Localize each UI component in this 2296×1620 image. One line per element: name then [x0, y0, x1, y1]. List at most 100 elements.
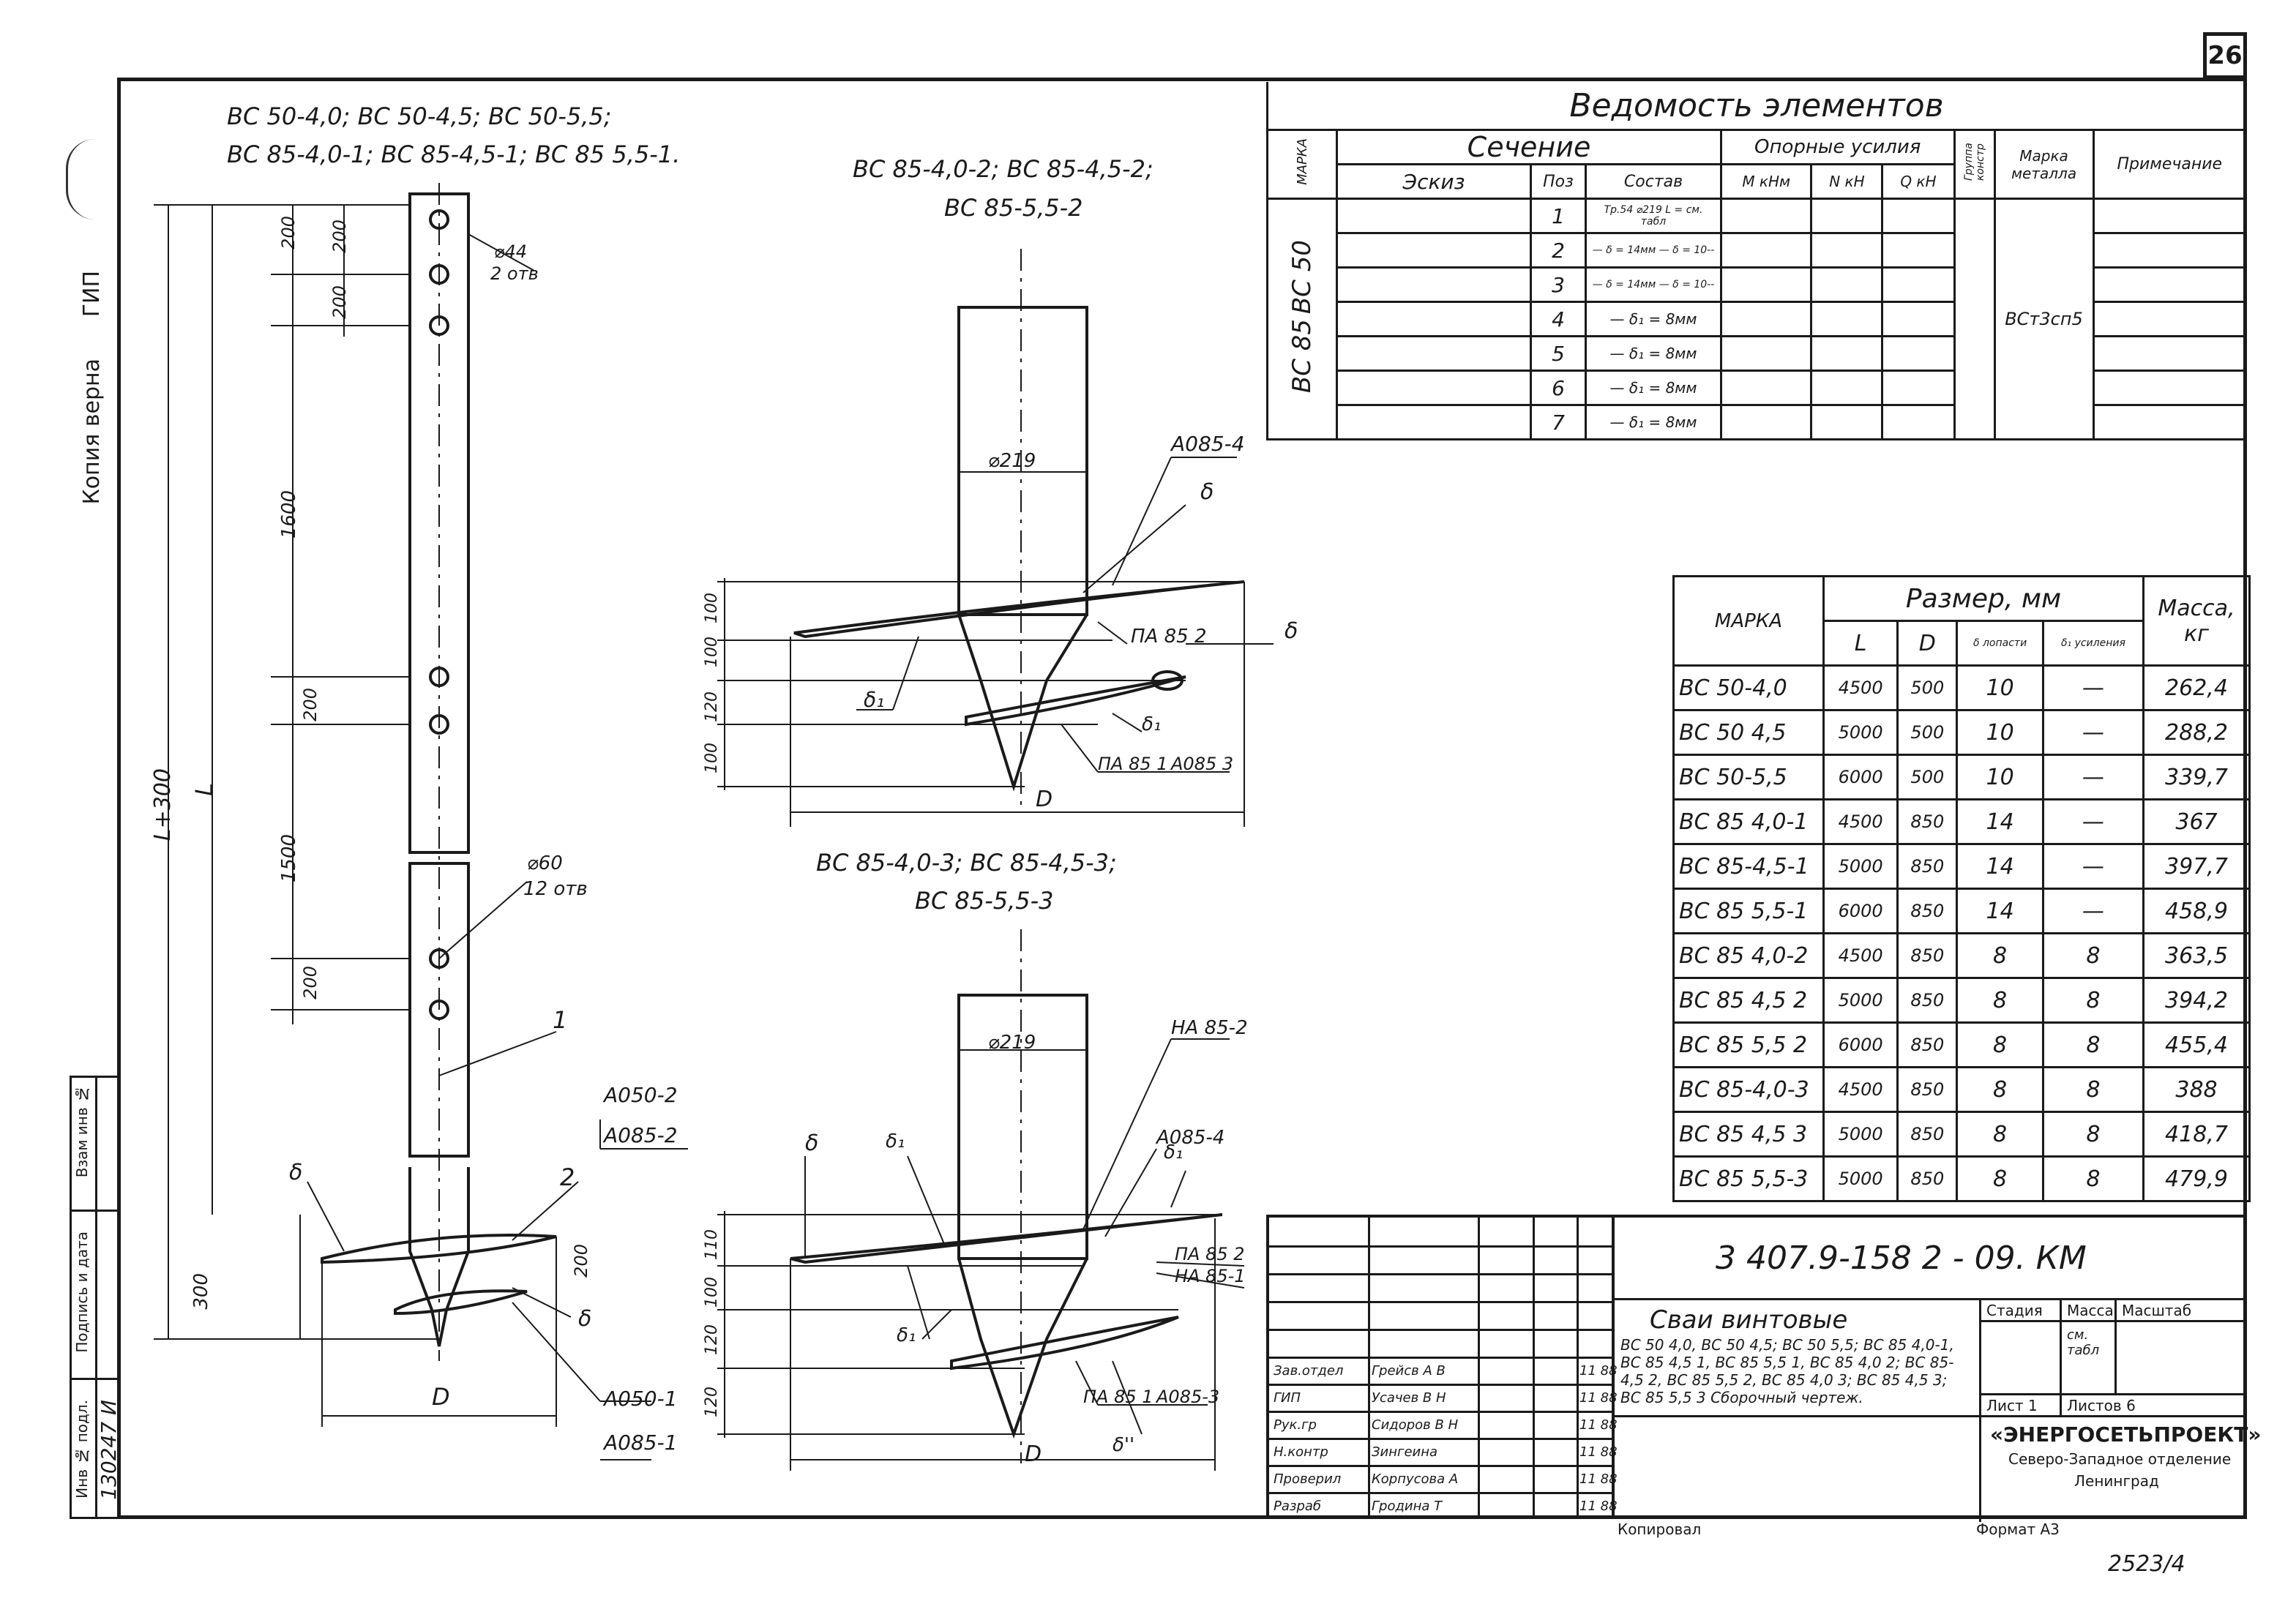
- elements-h-section: Сечение: [1336, 129, 1722, 165]
- doc-name-line2: ВС 50 4,0, ВС 50 4,5; ВС 50 5,5; ВС 85 4…: [1620, 1336, 1954, 1354]
- sizes-cell-mark: ВС 85-4,5-1: [1672, 843, 1825, 890]
- view3-d120: 120: [703, 1324, 721, 1355]
- view1-a050-1: А050-1: [604, 1387, 678, 1411]
- view1-hole1-dia: ⌀44: [494, 241, 527, 262]
- sizes-cell-b: 14: [1956, 888, 2044, 934]
- sizes-cell-mass: 479,9: [2142, 1155, 2251, 1202]
- view1-diam-D: D: [432, 1383, 450, 1411]
- sizes-cell-mass: 262,4: [2142, 664, 2251, 711]
- sizes-h-blade: δ лопасти: [1956, 620, 2044, 667]
- view3-d120b: 120: [703, 1387, 721, 1417]
- sizes-cell-D: 500: [1896, 754, 1959, 800]
- view2-a085-4: А085-4: [1171, 432, 1245, 456]
- view3-pa85-1: ПА 85 1: [1083, 1387, 1153, 1407]
- view1-a085-2: А085-2: [604, 1123, 678, 1147]
- elements-h-M: M кНм: [1719, 163, 1813, 200]
- scale-label: Масштаб: [2122, 1302, 2192, 1319]
- view1-pos2: 2: [560, 1163, 575, 1191]
- view3-na85-1: НА 85-1: [1175, 1266, 1246, 1286]
- stamp-date: 11 88: [1579, 1499, 1618, 1514]
- elements-steel-value: ВСт3сп5: [1993, 198, 2095, 440]
- view1-a050-2: А050-2: [604, 1083, 678, 1107]
- table-row: 7— δ₁ = 8мм: [1268, 404, 2248, 440]
- view1-dim-200c: 200: [329, 285, 350, 319]
- view2-diam-D: D: [1036, 787, 1053, 812]
- sizes-cell-mark: ВС 85 4,0-2: [1672, 932, 1825, 979]
- view2-delta2: δ: [1285, 618, 1298, 644]
- sizes-cell-b: 8: [1956, 1155, 2044, 1202]
- sizes-table: МАРКА Размер, мм Масса, кг L D δ лопасти…: [1672, 575, 2251, 1202]
- sizes-cell-L: 5000: [1822, 1111, 1899, 1158]
- view3-delta2: δ₁: [1164, 1141, 1183, 1163]
- sizes-cell-b1: 8: [2041, 1155, 2145, 1202]
- view1-delta-b: δ: [578, 1306, 592, 1332]
- view1-dim-200a: 200: [278, 216, 299, 250]
- view3-a085-4: А085-4: [1156, 1127, 1225, 1149]
- sizes-cell-b1: 8: [2041, 1066, 2145, 1113]
- view2-title-line2: ВС 85-5,5-2: [944, 194, 1083, 222]
- sizes-cell-mark: ВС 85 5,5-3: [1672, 1155, 1825, 1202]
- sizes-cell-mark: ВС 50 4,5: [1672, 709, 1825, 756]
- sizes-cell-b: 10: [1956, 664, 2044, 711]
- view1-pos1: 1: [553, 1006, 568, 1034]
- view1-hole1-count: 2 отв: [490, 263, 539, 284]
- sizes-cell-L: 5000: [1822, 709, 1899, 756]
- doc-code: 3 407.9-158 2 - 09. КМ: [1716, 1240, 2087, 1277]
- table-row: 3— δ = 14мм — δ = 10--: [1268, 266, 2248, 303]
- signature-mark: [66, 139, 112, 220]
- sizes-h-D: D: [1896, 620, 1959, 667]
- view2-delta1: δ₁: [864, 688, 885, 712]
- elements-h-forces: Опорные усилия: [1720, 129, 1956, 165]
- sizes-cell-b1: 8: [2041, 932, 2145, 979]
- title-block: 3 407.9-158 2 - 09. КМ Сваи винтовые ВС …: [1266, 1215, 2261, 1522]
- sizes-cell-mass: 458,9: [2142, 888, 2251, 934]
- table-row: 6— δ₁ = 8мм: [1268, 370, 2248, 406]
- sizes-cell-mass: 388: [2142, 1066, 2251, 1113]
- doc-name-line5: ВС 85 5,5 3 Сборочный чертеж.: [1620, 1389, 1863, 1406]
- sizes-cell-L: 6000: [1822, 754, 1899, 800]
- stamp-role: Проверил: [1274, 1471, 1342, 1487]
- sizes-cell-mark: ВС 85 4,5 3: [1672, 1111, 1825, 1158]
- sheets-label: Листов 6: [2067, 1397, 2136, 1414]
- sheet-label: Лист 1: [1986, 1397, 2038, 1414]
- sizes-cell-mark: ВС 85 4,0-1: [1672, 798, 1825, 845]
- sizes-cell-b: 10: [1956, 754, 2044, 800]
- doc-name-line4: 4,5 2, ВС 85 5,5 2, ВС 85 4,0 3; ВС 85 4…: [1620, 1371, 1948, 1389]
- sizes-cell-mark: ВС 85 4,5 2: [1672, 977, 1825, 1024]
- elements-mark-cell: ВС 50 ВС 85: [1266, 198, 1338, 440]
- sizes-cell-D: 850: [1896, 1021, 1959, 1068]
- view2-title-line1: ВС 85-4,0-2; ВС 85-4,5-2;: [853, 155, 1153, 183]
- org-line1: «ЭНЕРГОСЕТЬПРОЕКТ»: [1990, 1422, 2262, 1447]
- sizes-cell-mass: 367: [2142, 798, 2251, 845]
- sizes-cell-L: 4500: [1822, 932, 1899, 979]
- elements-h-Q: Q кН: [1881, 163, 1956, 200]
- doc-name-line3: ВС 85 4,5 1, ВС 85 5,5 1, ВС 85 4,0 2; В…: [1620, 1354, 1954, 1371]
- sizes-h-size: Размер, мм: [1822, 575, 2144, 622]
- stamp-role: ГИП: [1274, 1390, 1301, 1406]
- view3-delta3: δ₁: [897, 1324, 916, 1346]
- stamp-date: 11 88: [1579, 1363, 1618, 1379]
- view3-na85-2: НА 85-2: [1171, 1017, 1248, 1039]
- elements-h-steel: Марка металла: [1993, 129, 2095, 200]
- doc-name-line1: Сваи винтовые: [1650, 1305, 1848, 1335]
- sizes-cell-L: 6000: [1822, 1021, 1899, 1068]
- stamp-name: Грейсв А В: [1372, 1363, 1446, 1379]
- sizes-cell-D: 850: [1896, 1155, 1959, 1202]
- sizes-cell-mark: ВС 85-4,0-3: [1672, 1066, 1825, 1113]
- view3-title-line2: ВС 85-5,5-3: [915, 887, 1054, 915]
- view1-dim-300: 300: [190, 1273, 212, 1310]
- view1-dim-200e: 200: [300, 966, 321, 1000]
- sizes-cell-b: 8: [1956, 977, 2044, 1024]
- sizes-cell-b1: —: [2041, 798, 2145, 845]
- bottom-number: 2523/4: [2108, 1551, 2185, 1577]
- view1-dim-1500: 1500: [278, 834, 300, 883]
